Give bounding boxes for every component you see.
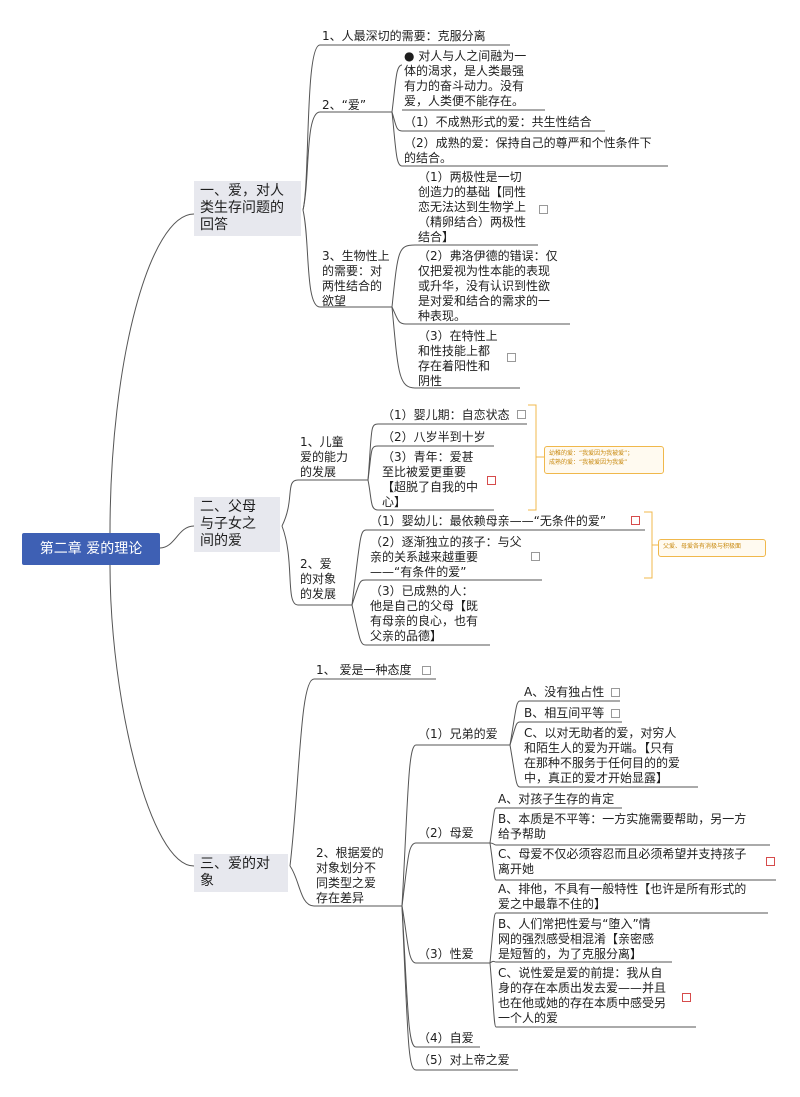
branch-1-node[interactable]: 一、爱，对人 类生存问题的 回答 xyxy=(194,181,301,236)
b1-need-node[interactable]: 1、人最深切的需要：克服分离 xyxy=(322,29,486,43)
b1-biological-need-node[interactable]: 3、生物性上 的需要：对 两性结合的 欲望 xyxy=(322,249,390,308)
branch-2-node[interactable]: 二、父母 与子女之 间的爱 xyxy=(194,497,280,552)
note-icon[interactable] xyxy=(631,516,640,525)
note-icon[interactable] xyxy=(611,709,620,718)
b3-motherly-b-node[interactable]: B、本质是不平等：一方实施需要帮助，另一方 给予帮助 xyxy=(498,812,747,841)
b2-infancy-node[interactable]: （1）婴儿期：自恋状态 xyxy=(382,408,510,422)
b1-polarity-node[interactable]: （1）两极性是一切 创造力的基础【同性 恋无法达到生物学上 （精卵结合）两极性 … xyxy=(418,170,527,244)
b1-freud-node[interactable]: （2）弗洛伊德的错误：仅 仅把爱视为性本能的表现 或升华，没有认识到性欲 是对爱… xyxy=(418,249,558,323)
b2-youth-node[interactable]: （3）青年：爱甚 至比被爱更重要 【超脱了自我的中 心】 xyxy=(382,450,479,509)
b1-love-node[interactable]: 2、“爱” xyxy=(322,98,367,112)
b3-brotherly-b-node[interactable]: B、相互间平等 xyxy=(524,706,605,720)
note-icon[interactable] xyxy=(507,353,516,362)
b3-self-love-node[interactable]: （4）自爱 xyxy=(418,1031,474,1045)
b3-attitude-node[interactable]: 1、 爱是一种态度 xyxy=(316,663,412,677)
b3-erotic-b-node[interactable]: B、人们常把性爱与“堕入”情 网的强烈感受相混淆【亲密感 是短暂的，为了克服分离… xyxy=(498,917,655,961)
b2-infant-mother-node[interactable]: （1）婴幼儿：最依赖母亲——“无条件的爱” xyxy=(370,514,607,528)
b3-motherly-love-node[interactable]: （2）母爱 xyxy=(418,826,474,840)
b2-child-ability-node[interactable]: 1、儿童 爱的能力 的发展 xyxy=(300,435,349,479)
b3-types-node[interactable]: 2、根据爱的 对象划分不 同类型之爱 存在差异 xyxy=(316,846,384,905)
b2-mature-person-node[interactable]: （3）已成熟的人： 他是自己的父母【既 有母亲的良心，也有 父亲的品德】 xyxy=(370,584,479,643)
b2-love-object-node[interactable]: 2、爱 的对象 的发展 xyxy=(300,557,337,601)
branch-3-node[interactable]: 三、爱的对象 xyxy=(194,854,288,892)
b3-love-of-god-node[interactable]: （5）对上帝之爱 xyxy=(418,1053,510,1067)
b3-erotic-love-node[interactable]: （3）性爱 xyxy=(418,947,474,961)
b2-age-eight-node[interactable]: （2）八岁半到十岁 xyxy=(382,430,486,444)
b3-motherly-a-node[interactable]: A、对孩子生存的肯定 xyxy=(498,792,615,806)
b3-erotic-c-node[interactable]: C、说性爱是爱的前提：我从自 身的存在本质出发去爱——并且 也在他或她的存在本质… xyxy=(498,966,667,1025)
b1-mature-love-node[interactable]: （2）成熟的爱：保持自己的尊严和个性条件下 的结合。 xyxy=(404,136,652,165)
b3-erotic-a-node[interactable]: A、排他，不具有一般特性【也许是所有形式的 爱之中最靠不住的】 xyxy=(498,882,747,911)
note-icon[interactable] xyxy=(487,476,496,485)
b1-love-desc-node[interactable]: ● 对人与人之间融为一 体的渴求，是人类最强 有力的奋斗动力。没有 爱，人类便不… xyxy=(404,49,527,108)
b3-brotherly-c-node[interactable]: C、以对无助者的爱，对穷人 和陌生人的爱为开端。【只有 在那种不服务于任何目的的… xyxy=(524,726,681,785)
b1-masculine-feminine-node[interactable]: （3）在特性上 和性技能上都 存在着阳性和 阴性 xyxy=(418,329,498,388)
note-icon[interactable] xyxy=(766,857,775,866)
note-icon[interactable] xyxy=(422,666,431,675)
note-icon[interactable] xyxy=(682,993,691,1002)
callout-parent-love[interactable]: 父爱、母爱各有消极与积极面 xyxy=(658,539,766,557)
note-icon[interactable] xyxy=(531,552,540,561)
note-icon[interactable] xyxy=(539,205,548,214)
b3-motherly-c-node[interactable]: C、母爱不仅必须容忍而且必须希望并支持孩子 离开她 xyxy=(498,847,747,876)
b2-independent-child-node[interactable]: （2）逐渐独立的孩子：与父 亲的关系越来越重要 ——“有条件的爱” xyxy=(370,535,522,579)
root-node[interactable]: 第二章 爱的理论 xyxy=(22,533,160,565)
b3-brotherly-love-node[interactable]: （1）兄弟的爱 xyxy=(418,727,498,741)
note-icon[interactable] xyxy=(611,688,620,697)
b3-brotherly-a-node[interactable]: A、没有独占性 xyxy=(524,685,605,699)
note-icon[interactable] xyxy=(517,410,526,419)
callout-mature-love[interactable]: 幼稚的爱：“我爱因为我被爱”； 成熟的爱：“我被爱因为我爱” xyxy=(544,446,664,474)
b1-immature-love-node[interactable]: （1）不成熟形式的爱：共生性结合 xyxy=(404,115,592,129)
